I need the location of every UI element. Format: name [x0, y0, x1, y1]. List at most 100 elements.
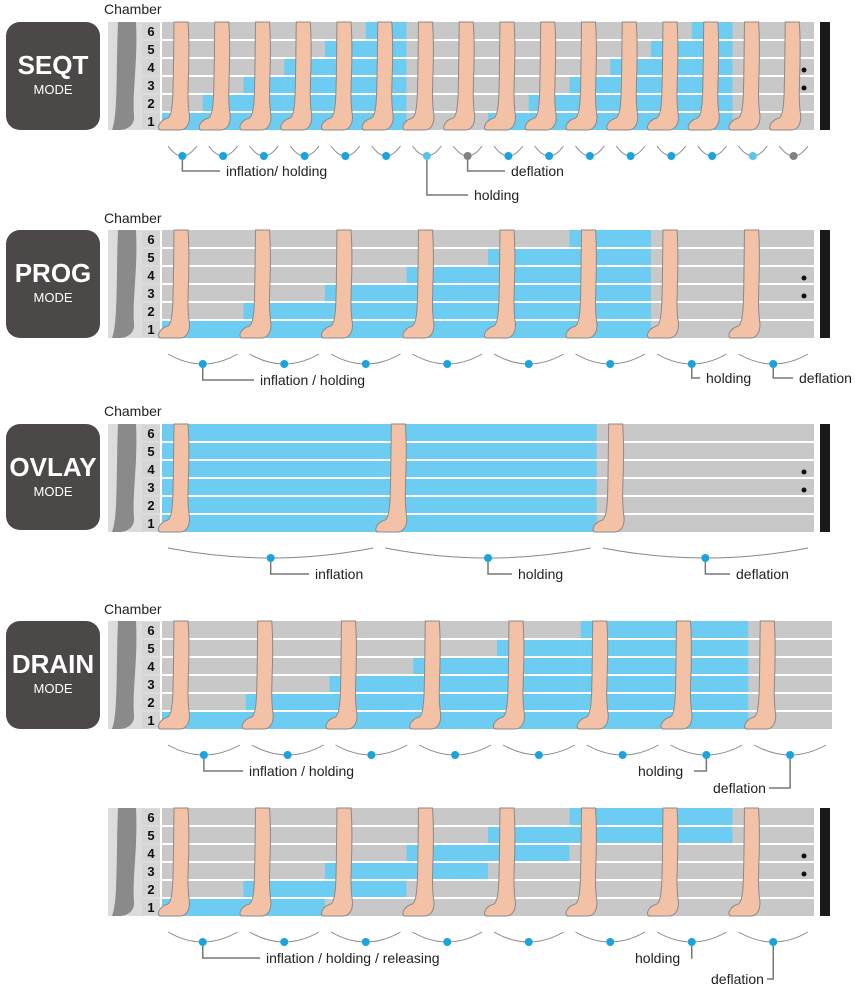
step-dot: [280, 938, 289, 946]
leg-icon: [565, 229, 598, 339]
chamber-number: 5: [147, 444, 154, 459]
mode-name: OVLAY: [9, 452, 96, 482]
chamber-number-cell: [142, 77, 160, 93]
leg-icon: [606, 21, 639, 131]
leg-icon: [576, 620, 609, 730]
chamber-number: 2: [147, 882, 154, 897]
leg-icon: [157, 229, 190, 339]
chamber-number-cell: [142, 285, 160, 301]
step-dot: [606, 360, 615, 368]
leg-icon: [157, 620, 190, 730]
step-dot: [606, 938, 615, 946]
leg-icon: [565, 21, 598, 131]
chamber-number-cell: [142, 425, 160, 441]
step-dot: [341, 152, 350, 160]
chamber-number: 6: [147, 623, 154, 638]
leg-icon: [239, 807, 272, 917]
chamber-number-cell: [142, 479, 160, 495]
chamber-number: 6: [147, 232, 154, 247]
leg-icon: [280, 21, 313, 131]
mode-name: PROG: [15, 258, 92, 288]
mode-badge: [6, 621, 100, 729]
step-dot: [701, 554, 710, 562]
leg-icon: [443, 21, 476, 131]
mode-sub: MODE: [34, 290, 73, 305]
step-dot: [702, 751, 711, 759]
step-dot: [361, 938, 370, 946]
step-dot: [382, 152, 391, 160]
chamber-number-cell: [142, 899, 160, 915]
step-dot: [524, 360, 533, 368]
indicator-dot: [801, 275, 807, 281]
leg-icon: [728, 229, 761, 339]
step-dot: [367, 751, 376, 759]
phase-label-inflation_holding_releasing: inflation / holding / releasing: [266, 950, 440, 966]
indicator-dot: [801, 85, 807, 91]
phase-label-holding: holding: [638, 763, 683, 779]
phase-label-deflation: deflation: [511, 163, 564, 179]
chamber-number-cell: [142, 461, 160, 477]
end-bar: [820, 424, 830, 532]
chamber-number: 3: [147, 286, 154, 301]
step-dot: [198, 938, 207, 946]
chamber-number-cell: [142, 497, 160, 513]
phase-label-deflation: deflation: [799, 370, 852, 386]
chamber-number: 4: [147, 659, 155, 674]
mode-badge: [6, 230, 100, 338]
chamber-number: 1: [147, 516, 154, 531]
phase-label-holding: holding: [474, 187, 519, 203]
mode-name: SEQT: [18, 50, 89, 80]
step-dot: [280, 360, 289, 368]
chamber-number-cell: [142, 712, 160, 728]
step-dot: [786, 751, 795, 759]
chamber-number-cell: [142, 845, 160, 861]
leg-icon: [728, 807, 761, 917]
step-dot: [524, 938, 533, 946]
leg-icon: [239, 229, 272, 339]
phase-label-holding: holding: [635, 950, 680, 966]
step-dot: [219, 152, 228, 160]
chamber-number-cell: [142, 23, 160, 39]
chamber-number-cell: [142, 694, 160, 710]
leg-icon: [157, 423, 190, 533]
chamber-number: 3: [147, 677, 154, 692]
chamber-number: 3: [147, 864, 154, 879]
leader-line: [767, 946, 774, 980]
chamber-number-cell: [142, 622, 160, 638]
chamber-number: 3: [147, 78, 154, 93]
phase-label-holding: holding: [518, 566, 563, 582]
step-dot: [545, 152, 554, 160]
leg-silhouette-icon: [112, 808, 137, 916]
chamber-number: 2: [147, 304, 154, 319]
leg-icon: [728, 21, 761, 131]
chamber-number-cell: [142, 515, 160, 531]
step-dot: [463, 152, 472, 160]
leg-icon: [483, 229, 516, 339]
leader-line: [691, 946, 693, 959]
chamber-title: Chamber: [104, 601, 162, 617]
leg-icon: [239, 21, 272, 131]
end-bar: [820, 230, 830, 338]
leg-icon: [483, 807, 516, 917]
leg-icon: [361, 21, 394, 131]
chamber-number-cell: [142, 41, 160, 57]
leg-icon: [646, 21, 679, 131]
leader-line: [269, 562, 309, 575]
leg-icon: [375, 423, 408, 533]
end-bar: [820, 22, 830, 130]
leg-icon: [198, 21, 231, 131]
leg-icon: [769, 21, 802, 131]
chamber-number-cell: [142, 809, 160, 825]
chamber-number-cell: [142, 113, 160, 129]
phase-label-deflation: deflation: [736, 566, 789, 582]
step-dot: [361, 360, 370, 368]
mode-badge: [6, 424, 100, 530]
leader-line: [426, 160, 468, 196]
mode-sub: MODE: [34, 681, 73, 696]
step-dot: [618, 751, 627, 759]
leg-silhouette-icon: [112, 22, 137, 130]
